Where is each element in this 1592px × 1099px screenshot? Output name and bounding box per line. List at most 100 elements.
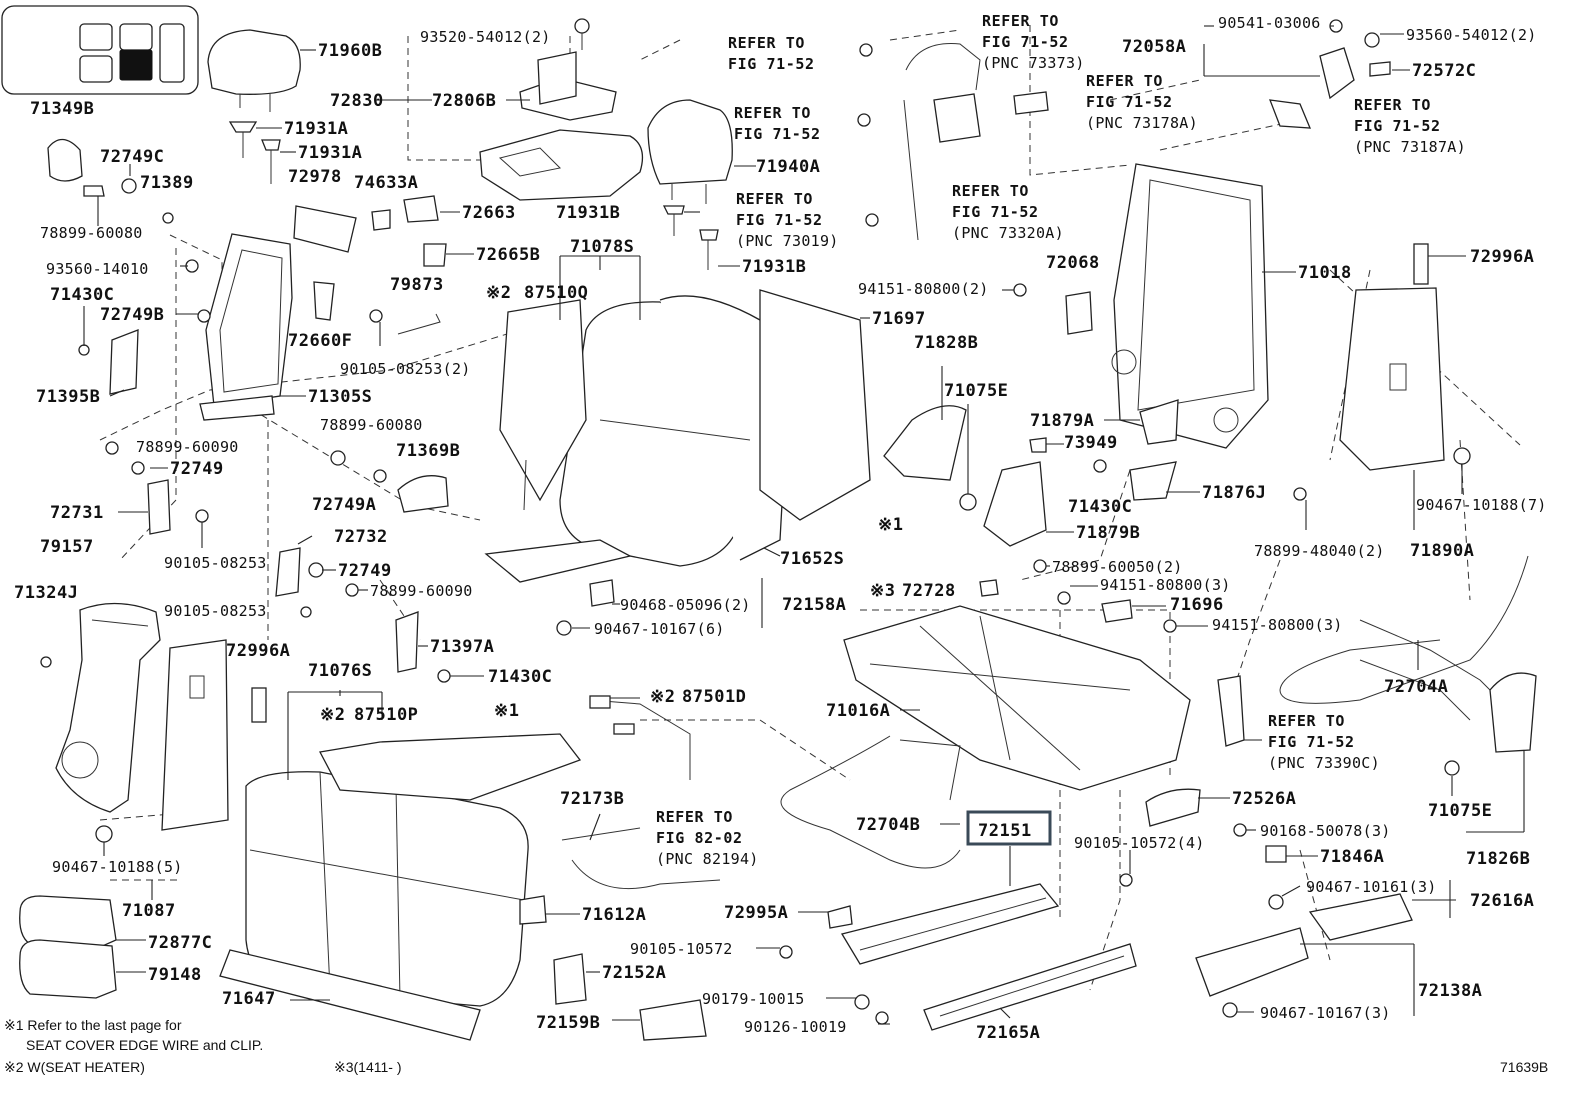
part-label-90105-10572-4: 90105-10572(4) — [1074, 834, 1205, 852]
part-label-71324j: 71324J — [14, 583, 78, 603]
part-label-71305s: 71305S — [308, 387, 372, 407]
part-label-72728: 72728 — [902, 581, 956, 601]
part-label-90105-08253-b: 90105-08253 — [164, 602, 267, 620]
refer-to-r9-line-1: REFER TO — [1268, 712, 1345, 730]
seat-track-72151 — [840, 883, 1060, 965]
refer-to-r7-line-2: FIG 71-52 — [952, 203, 1039, 221]
footnote-1-line-2: SEAT COVER EDGE WIRE and CLIP. — [26, 1037, 263, 1053]
refer-to-r6-line-2: FIG 71-52 — [1354, 117, 1441, 135]
part-label-71369b: 71369B — [396, 441, 460, 461]
part-label-71846a: 71846A — [1320, 847, 1384, 867]
part-label-90105-08253-2: 90105-08253(2) — [340, 360, 471, 378]
part-label-90467-10167-6: 90467-10167(6) — [594, 620, 725, 638]
part-label-71931a-2: 71931A — [298, 143, 362, 163]
refer-to-r9-line-3: (PNC 73390C) — [1268, 754, 1380, 772]
part-label-71078s: 71078S — [570, 237, 634, 257]
footnotes: ※1 Refer to the last page for SEAT COVER… — [4, 1017, 1548, 1075]
part-label-93560-14010: 93560-14010 — [46, 260, 149, 278]
part-label-79157: 79157 — [40, 537, 94, 557]
part-label-72996a-a: 72996A — [226, 641, 290, 661]
part-label-90467-10188-7: 90467-10188(7) — [1416, 496, 1547, 514]
refer-to-r5-line-3: (PNC 73178A) — [1086, 114, 1198, 132]
part-label-71389: 71389 — [140, 173, 194, 193]
part-label-72138a: 72138A — [1418, 981, 1482, 1001]
seat-back-panel-left — [161, 639, 229, 831]
refer-to-r3-line-1: REFER TO — [736, 190, 813, 208]
part-label-72058a: 72058A — [1122, 37, 1186, 57]
seatback-frame-left-71305s — [205, 233, 293, 407]
refer-to-r4-line-1: REFER TO — [982, 12, 1059, 30]
leader-lines — [83, 25, 1525, 1025]
part-label-90168-50078: 90168-50078(3) — [1260, 822, 1391, 840]
part-label-71075e-a: 71075E — [944, 381, 1008, 401]
part-label-72068: 72068 — [1046, 253, 1100, 273]
part-label-78899-60080-a: 78899-60080 — [40, 224, 143, 242]
part-label-72159b: 72159B — [536, 1013, 600, 1033]
part-label-71076s: 71076S — [308, 661, 372, 681]
part-label-71826b: 71826B — [1466, 849, 1530, 869]
part-label-71940a: 71940A — [756, 157, 820, 177]
part-label-93560-54012: 93560-54012(2) — [1406, 26, 1537, 44]
part-label-71890a: 71890A — [1410, 541, 1474, 561]
refer-to-r2-line-1: REFER TO — [734, 104, 811, 122]
part-label-72830: 72830 — [330, 91, 384, 111]
part-label-72978: 72978 — [288, 167, 342, 187]
refer-to-r3-line-2: FIG 71-52 — [736, 211, 823, 229]
part-label-71430c-b: 71430C — [488, 667, 552, 687]
refer-to-r1-line-1: REFER TO — [728, 34, 805, 52]
part-label-94151-80800-3b: 94151-80800(3) — [1212, 616, 1343, 634]
part-label-71018: 71018 — [1298, 263, 1352, 283]
armrest-79148 — [19, 939, 117, 999]
refer-to-r6-line-3: (PNC 73187A) — [1354, 138, 1466, 156]
part-label-71931a-1: 71931A — [284, 119, 348, 139]
refer-to-r4-line-2: FIG 71-52 — [982, 33, 1069, 51]
part-label-90105-08253-a: 90105-08253 — [164, 554, 267, 572]
part-label-72660f: 72660F — [288, 331, 352, 351]
marker-x2-87510p: ※2 — [320, 705, 345, 725]
part-label-87501d: 87501D — [682, 687, 746, 707]
part-label-72151: 72151 — [978, 821, 1032, 841]
highlight-box-72151 — [966, 810, 1052, 846]
refer-to-r5-line-1: REFER TO — [1086, 72, 1163, 90]
part-label-72731: 72731 — [50, 503, 104, 523]
part-label-93520-54012: 93520-54012(2) — [420, 28, 551, 46]
part-label-72995a: 72995A — [724, 903, 788, 923]
refer-to-r4-line-3: (PNC 73373) — [982, 54, 1085, 72]
part-label-87510q: 87510Q — [524, 283, 588, 303]
headrest-71940a — [647, 99, 733, 185]
part-label-72749-b: 72749 — [338, 561, 392, 581]
part-label-71876j: 71876J — [1202, 483, 1266, 503]
part-label-90467-10161: 90467-10161(3) — [1306, 878, 1437, 896]
part-label-x1-b: ※1 — [494, 701, 519, 721]
part-label-71879b: 71879B — [1076, 523, 1140, 543]
refer-to-r1-line-2: FIG 71-52 — [728, 55, 815, 73]
part-label-71879a: 71879A — [1030, 411, 1094, 431]
part-label-71395b: 71395B — [36, 387, 100, 407]
refer-to-r7-line-1: REFER TO — [952, 182, 1029, 200]
marker-x3-72728: ※3 — [870, 581, 895, 601]
side-shield-71324j — [55, 602, 161, 813]
part-label-72173b: 72173B — [560, 789, 624, 809]
legend-highlight-cell — [119, 49, 153, 81]
seat-heater-87510p — [319, 733, 582, 801]
part-label-72749-a: 72749 — [170, 459, 224, 479]
part-label-71349b: 71349B — [30, 99, 94, 119]
part-label-72704b: 72704B — [856, 815, 920, 835]
part-label-72616a: 72616A — [1470, 891, 1534, 911]
part-label-71087: 71087 — [122, 901, 176, 921]
seat-frame-71016a — [843, 605, 1191, 791]
seat-back-panel-right — [1339, 287, 1445, 471]
part-label-90467-10188-5: 90467-10188(5) — [52, 858, 183, 876]
refer-to-r2-line-2: FIG 71-52 — [734, 125, 821, 143]
footnote-3: ※3(1411- ) — [334, 1059, 402, 1075]
part-label-71828b: 71828B — [914, 333, 978, 353]
part-label-90105-10572: 90105-10572 — [630, 940, 733, 958]
marker-x2-87501d: ※2 — [650, 687, 675, 707]
part-label-71960b: 71960B — [318, 41, 382, 61]
part-label-72877c: 72877C — [148, 933, 212, 953]
part-label-72665b: 72665B — [476, 245, 540, 265]
cable-72704a — [1279, 555, 1529, 704]
part-label-72732: 72732 — [334, 527, 388, 547]
seatback-frame-right-71018 — [1113, 163, 1269, 449]
